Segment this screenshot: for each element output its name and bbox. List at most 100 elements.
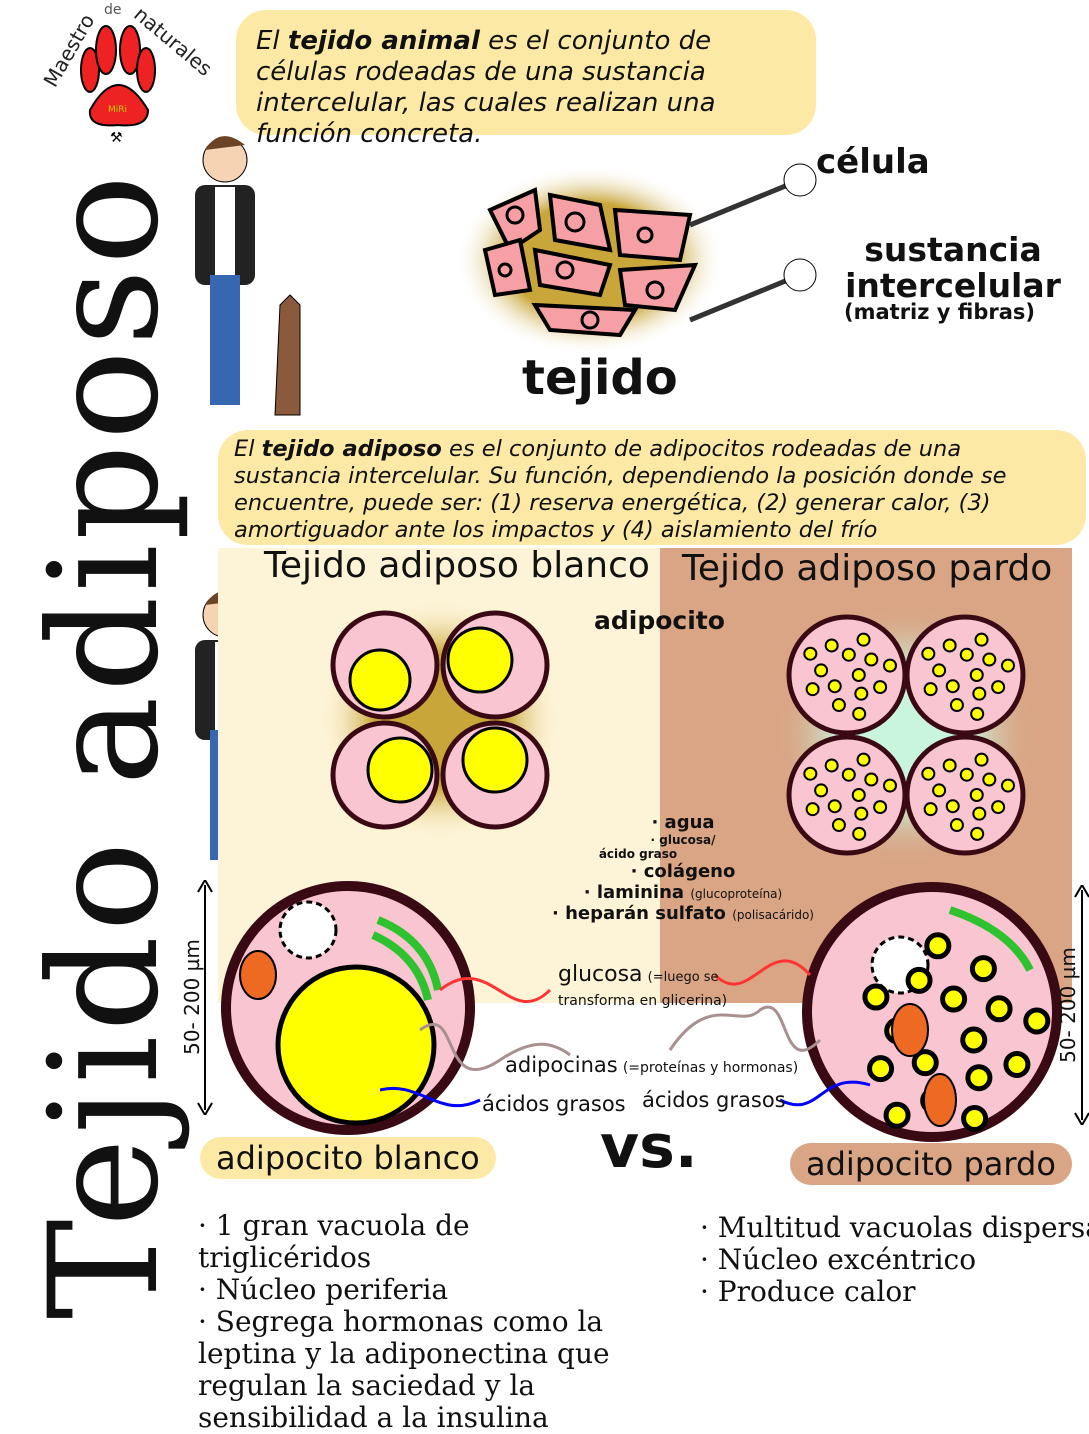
- vacuole: [1000, 658, 1015, 673]
- bubble-text: es el conjunto de células rodeadas de un…: [256, 26, 716, 149]
- vacuole: [932, 663, 947, 678]
- vacuole: [949, 818, 964, 833]
- svg-text:⚒: ⚒: [110, 130, 123, 146]
- adipocinas-note: (=proteínas y hormonas): [622, 1060, 799, 1076]
- vacuole: [854, 806, 869, 821]
- vacuole: [965, 1064, 993, 1092]
- brown-tissue-title: Tejido adiposo pardo: [682, 548, 1053, 589]
- component-name: · heparán sulfato: [552, 903, 726, 924]
- size-label-left: 50- 200 µm: [180, 939, 204, 1055]
- white-adipocyte-large: [221, 881, 475, 1135]
- pointer-hand-icon: [689, 163, 817, 323]
- vacuole: [911, 1049, 939, 1077]
- vacuole: [805, 802, 820, 817]
- feature-item: · Núcleo excéntrico: [700, 1243, 977, 1276]
- vacuole: [805, 682, 820, 697]
- vacuole: [972, 686, 987, 701]
- vacuole: [873, 680, 888, 695]
- acidos-grasos-left: ácidos grasos: [482, 1092, 626, 1116]
- size-label-right: 50- 200 µm: [1056, 947, 1080, 1063]
- white-adipocyte-group: [320, 600, 560, 840]
- white-adipocyte-features: · 1 gran vacuola de triglicéridos · Núcl…: [198, 1210, 628, 1434]
- vacuole: [991, 680, 1006, 695]
- white-adipocyte-label: adipocito blanco: [200, 1137, 496, 1179]
- vacuole: [959, 767, 974, 782]
- size-arrow-right: [1074, 885, 1089, 1125]
- feature-item: · Núcleo periferia: [198, 1273, 449, 1306]
- vacuole: [882, 658, 897, 673]
- vacuole: [959, 647, 974, 662]
- vacuole: [960, 1026, 988, 1054]
- brown-adipocyte-features: · Multitud vacuolas dispersas · Núcleo e…: [700, 1212, 1089, 1308]
- glucosa-text: glucosa: [558, 962, 643, 987]
- vacuole: [945, 799, 960, 814]
- component-item: · glucosa/: [650, 833, 716, 847]
- glucosa-note-2: transforma en glicerina): [558, 993, 728, 1009]
- bubble-bold: tejido adiposo: [261, 436, 442, 462]
- vacuole: [831, 818, 846, 833]
- vacuole: [974, 752, 989, 767]
- vacuole: [942, 758, 957, 773]
- vacuole: [1000, 778, 1015, 793]
- vacuole: [841, 647, 856, 662]
- adipocyte-label: adipocito: [594, 606, 725, 635]
- feature-item: · Segrega hormonas como la leptina y la …: [198, 1305, 610, 1434]
- component-item: · laminina (glucoproteína): [548, 882, 818, 903]
- vacuole: [852, 826, 867, 841]
- matrix-components-list: · agua · glucosa/ ácido graso · colágeno…: [548, 812, 818, 924]
- bubble-bold: tejido animal: [287, 26, 480, 56]
- page-title: Tejido adiposo: [18, 170, 192, 1320]
- vacuole: [873, 800, 888, 815]
- cell-label: célula: [816, 142, 930, 182]
- vacuole: [985, 995, 1013, 1023]
- vacuole: [921, 766, 936, 781]
- vacuole: [1023, 1007, 1051, 1035]
- component-item: ácido graso: [598, 847, 678, 861]
- vacuole: [923, 802, 938, 817]
- vacuole: [982, 652, 997, 667]
- brown-adipocyte-group: [775, 605, 1035, 865]
- glucosa-label: glucosa (=luego se: [558, 962, 719, 987]
- vacuole: [883, 1101, 911, 1129]
- component-note: (glucoproteína): [690, 887, 783, 901]
- bubble-text: El: [256, 26, 288, 56]
- substance-label: sustancia intercelular: [845, 230, 1061, 305]
- brown-adipocyte-label: adipocito pardo: [790, 1143, 1072, 1185]
- vacuole: [852, 706, 867, 721]
- tissue-label: tejido: [522, 350, 678, 406]
- bubble-text: El: [234, 436, 262, 462]
- vacuole: [831, 698, 846, 713]
- component-item: · agua: [651, 812, 715, 833]
- vacuole: [862, 983, 890, 1011]
- vacuole: [949, 698, 964, 713]
- vacuole: [1003, 1050, 1031, 1078]
- size-arrow-left: [197, 880, 213, 1115]
- brown-adipocyte-large: [802, 882, 1062, 1142]
- vacuole: [856, 632, 871, 647]
- vacuole: [864, 772, 879, 787]
- feature-item: · 1 gran vacuola de triglicéridos: [198, 1209, 470, 1274]
- vacuole: [942, 638, 957, 653]
- vacuole: [982, 772, 997, 787]
- vacuole: [882, 778, 897, 793]
- speech-bubble-tejido-adiposo: El tejido adiposo es el conjunto de adip…: [218, 430, 1086, 545]
- vacuole: [940, 985, 968, 1013]
- vacuole: [827, 679, 842, 694]
- bubble-text: es el conjunto de adipocitos rodeadas de…: [234, 436, 1007, 543]
- vacuole: [932, 783, 947, 798]
- vacuole: [851, 788, 866, 802]
- feature-item: · Multitud vacuolas dispersas: [700, 1211, 1089, 1244]
- vacuole: [824, 758, 839, 773]
- vacuole: [945, 679, 960, 694]
- vacuole: [924, 932, 952, 960]
- component-note: (polisacárido): [732, 908, 814, 922]
- svg-text:MiRi: MiRi: [108, 105, 127, 115]
- component-item: · colágeno: [548, 861, 818, 882]
- component-name: · laminina: [583, 882, 685, 903]
- vacuole: [841, 767, 856, 782]
- vacuole: [856, 752, 871, 767]
- component-name: · colágeno: [630, 861, 736, 882]
- vacuole: [803, 646, 818, 661]
- vacuole: [867, 1055, 895, 1083]
- vacuole: [961, 1105, 989, 1133]
